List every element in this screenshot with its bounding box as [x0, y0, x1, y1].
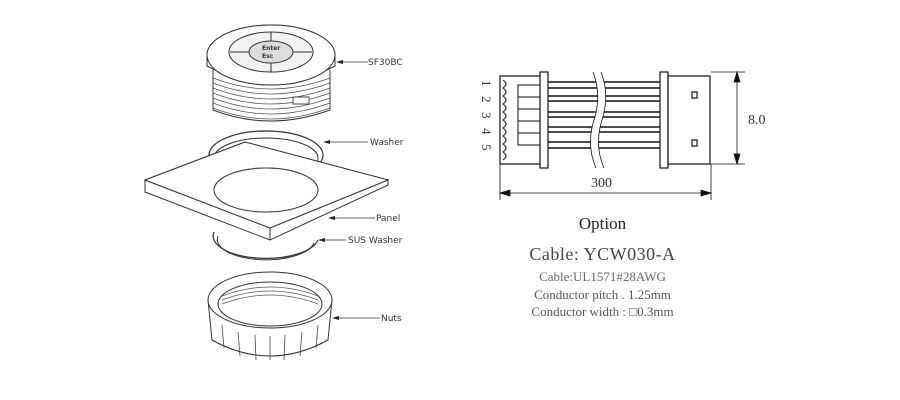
pin-number: 3: [479, 112, 494, 119]
pin-number: 5: [479, 144, 494, 151]
label-washer: Washer: [370, 138, 404, 148]
height-dimension: 8.0: [748, 113, 766, 128]
length-dimension: 300: [591, 176, 612, 191]
cable-drawing: [499, 71, 711, 169]
panel: [143, 141, 390, 241]
cable-name: Cable: YCW030-A: [529, 244, 676, 264]
label-sus-washer: SUS Washer: [348, 236, 403, 246]
sf30bc-leader: [336, 60, 368, 64]
label-panel: Panel: [376, 214, 400, 224]
pin-number: 4: [479, 128, 494, 135]
sus-washer: [212, 231, 319, 261]
label-nuts: Nuts: [381, 314, 402, 324]
conductor-pitch: Conductor pitch . 1.25mm: [534, 287, 671, 302]
sus-washer-leader: [318, 238, 346, 242]
option-title: Option: [578, 214, 627, 233]
button-sf30bc: Enter Esc: [206, 24, 336, 122]
svg-text:Enter: Enter: [262, 45, 280, 52]
label-sf30bc: SF30BC: [368, 58, 403, 68]
nut: [207, 271, 333, 361]
svg-text:Esc: Esc: [262, 53, 274, 60]
dimension-lines: [498, 70, 745, 200]
pin-number: 1: [479, 80, 494, 87]
washer-leader: [323, 140, 368, 144]
nuts-leader: [332, 316, 380, 320]
cable-type: Cable:UL1571#28AWG: [539, 269, 666, 284]
conductor-width: Conductor width : □0.3mm: [531, 304, 674, 319]
panel-leader: [328, 216, 375, 220]
pin-number: 2: [479, 96, 494, 103]
pin-numbers: 1 2 3 4 5: [479, 80, 494, 151]
